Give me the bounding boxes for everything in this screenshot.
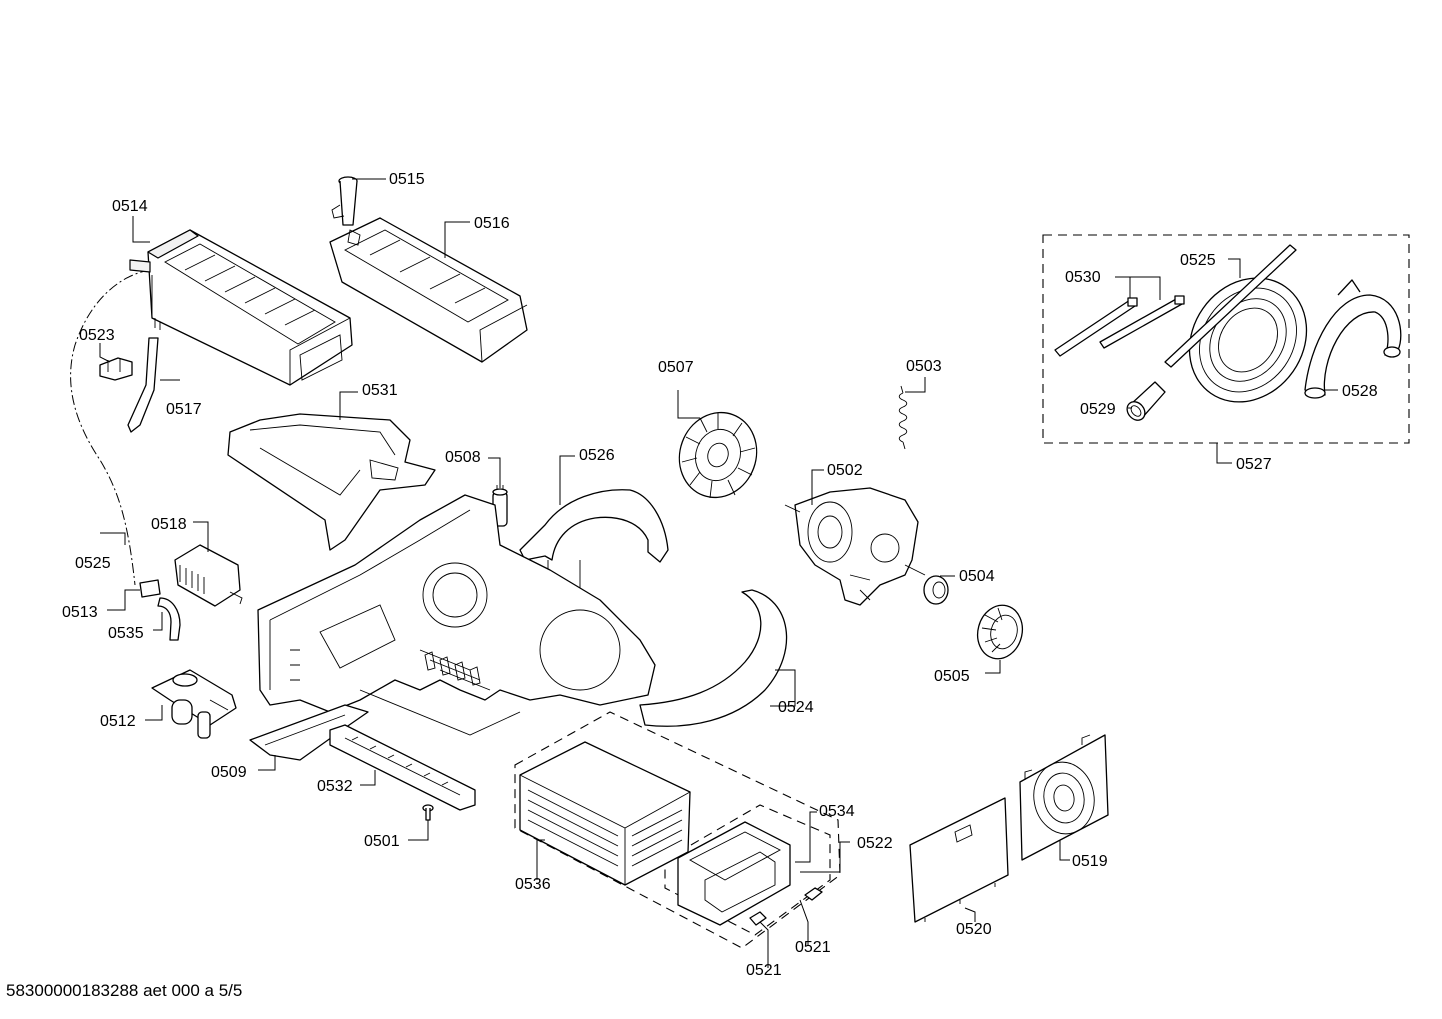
label-0524: 0524 [778, 699, 814, 716]
label-0501: 0501 [364, 833, 400, 850]
label-0521-lower: 0521 [746, 962, 782, 979]
label-0532: 0532 [317, 778, 353, 795]
label-0521-upper: 0521 [795, 939, 831, 956]
leader-lines [99, 178, 1338, 968]
part-0529-hose-fitting [1126, 381, 1166, 421]
label-0535: 0535 [108, 625, 144, 642]
part-0507-fan-wheel [678, 411, 758, 499]
label-0505: 0505 [934, 668, 970, 685]
part-base-assembly [257, 494, 656, 736]
part-0518-module [174, 544, 243, 607]
part-0525-cable-loop [70, 269, 151, 586]
label-0503: 0503 [906, 358, 942, 375]
label-0531: 0531 [362, 382, 398, 399]
part-0535-hose [157, 597, 181, 641]
part-0514-filter-housing [147, 229, 353, 386]
cable-end [129, 259, 151, 273]
label-0534: 0534 [819, 803, 855, 820]
part-0504-coupling [923, 575, 949, 605]
part-0536-heat-exchanger [519, 741, 691, 886]
label-0525-kit: 0525 [1180, 252, 1216, 269]
label-0502: 0502 [827, 462, 863, 479]
label-0513: 0513 [62, 604, 98, 621]
part-0528-bracket [1304, 279, 1402, 399]
label-0512: 0512 [100, 713, 136, 730]
group-0522-outline [514, 711, 841, 949]
part-0501-screw [422, 804, 434, 821]
label-0525-left: 0525 [75, 555, 111, 572]
label-0528: 0528 [1342, 383, 1378, 400]
part-0525-hose-coil [1164, 244, 1308, 403]
group-0527-kit-outline [1042, 234, 1410, 444]
part-0534-filter-frame [677, 821, 791, 926]
label-0515: 0515 [389, 171, 425, 188]
label-0536: 0536 [515, 876, 551, 893]
part-0512-valve [151, 669, 237, 739]
label-0527: 0527 [1236, 456, 1272, 473]
label-0530: 0530 [1065, 269, 1101, 286]
label-0516: 0516 [474, 215, 510, 232]
label-0523: 0523 [79, 327, 115, 344]
part-0523-clip [99, 357, 133, 381]
label-0504: 0504 [959, 568, 995, 585]
part-0520-cover [909, 797, 1009, 923]
label-0508: 0508 [445, 449, 481, 466]
label-0526: 0526 [579, 447, 615, 464]
label-0519: 0519 [1072, 853, 1108, 870]
part-0502-motor [784, 487, 926, 606]
group-0534-outline [664, 804, 831, 936]
label-0509: 0509 [211, 764, 247, 781]
label-0520: 0520 [956, 921, 992, 938]
label-0514: 0514 [112, 198, 148, 215]
label-0517: 0517 [166, 401, 202, 418]
label-0518: 0518 [151, 516, 187, 533]
part-0530-cable-ties [1054, 295, 1185, 357]
part-0516-condenser-lid [329, 217, 528, 363]
part-0519-panel [1019, 734, 1109, 861]
part-0503-spring [898, 385, 908, 450]
label-0522: 0522 [857, 835, 893, 852]
part-0515-fitting [331, 176, 358, 226]
label-0507: 0507 [658, 359, 694, 376]
part-0532-rail [329, 724, 476, 811]
part-0513-connector [139, 579, 161, 598]
part-0521-clip-b [749, 911, 767, 926]
part-0521-clip-a [804, 887, 823, 901]
part-0524-gasket [639, 589, 788, 727]
part-0517-hose [127, 337, 159, 433]
part-0531-air-duct [227, 413, 436, 551]
document-id: 58300000183288 aet 000 a 5/5 [6, 981, 243, 1000]
part-0505-fan [976, 604, 1024, 660]
label-0529: 0529 [1080, 401, 1116, 418]
